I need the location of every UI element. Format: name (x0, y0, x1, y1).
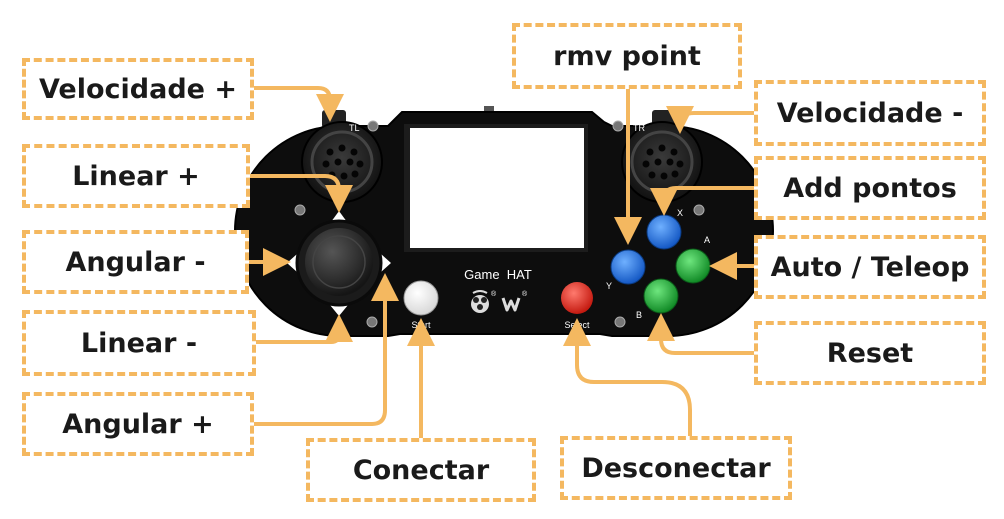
tl-label: TL (349, 123, 360, 133)
waveshare-logo-icon (501, 297, 521, 312)
label-desconectar: Desconectar (560, 436, 792, 500)
label-angular-minus: Angular - (22, 230, 249, 294)
label-velocidade-minus: Velocidade - (754, 80, 986, 146)
label-add-pontos: Add pontos (754, 156, 986, 220)
label-reset: Reset (754, 321, 986, 385)
arrow-desconectar (563, 318, 692, 438)
y-button (610, 249, 646, 285)
dpad-right-icon (381, 254, 391, 272)
raspberry-logo-icon (471, 290, 489, 313)
b-button (643, 278, 679, 314)
dpad-down-icon (330, 305, 348, 316)
arrow-velocidade-plus (252, 86, 344, 122)
a-label: A (704, 235, 710, 245)
arrow-linear-minus (254, 314, 353, 344)
label-linear-minus: Linear - (22, 310, 256, 376)
arrow-angular-plus (252, 273, 399, 426)
callout-arrows (247, 86, 756, 440)
label-conectar: Conectar (306, 438, 536, 502)
label-rmv-point: rmv point (512, 23, 742, 89)
reg-mark-1: ® (491, 290, 497, 298)
dpad-up-icon (331, 211, 347, 222)
tr-label: TR (633, 123, 645, 133)
arrow-linear-plus (248, 174, 353, 213)
speaker-left-icon (301, 121, 383, 203)
label-velocidade-plus: Velocidade + (22, 58, 254, 120)
select-button (561, 282, 593, 314)
speaker-right-icon (621, 121, 703, 203)
arrow-reset (647, 313, 756, 355)
screw-holes (294, 120, 705, 328)
y-label: Y (606, 281, 612, 291)
joystick-icon (295, 219, 383, 307)
dpad-left-icon (287, 254, 297, 272)
lcd-screen (410, 128, 584, 248)
label-auto-teleop: Auto / Teleop (754, 235, 986, 299)
arrow-add-pontos (650, 186, 756, 216)
arrow-velocidade-minus (666, 105, 756, 134)
x-label: X (677, 208, 683, 218)
x-button (646, 214, 682, 250)
start-button (403, 280, 439, 316)
game-hat-title: Game HAT (464, 267, 532, 282)
label-linear-plus: Linear + (22, 144, 250, 208)
b-label: B (636, 310, 642, 320)
a-button (675, 248, 711, 284)
label-angular-plus: Angular + (22, 392, 254, 456)
game-hat-device: Start Select Game HAT ® ® TL TR X Y A B (234, 106, 774, 337)
reg-mark-2: ® (522, 290, 528, 298)
